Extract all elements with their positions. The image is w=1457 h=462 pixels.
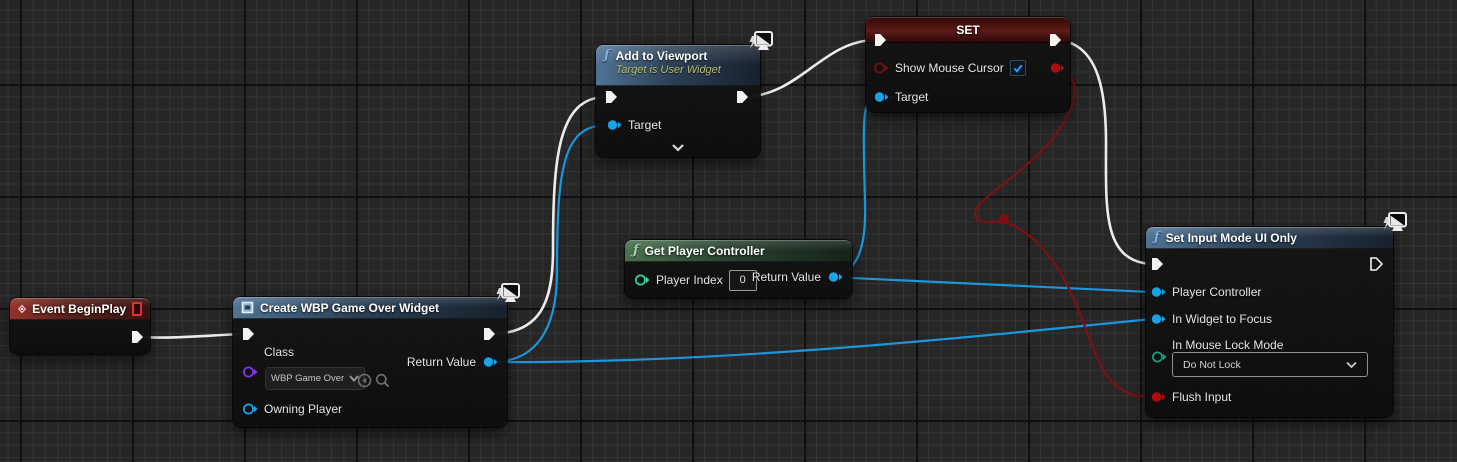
create-widget-header[interactable]: Create WBP Game Over Widget [233,297,507,319]
return-value-row: Return Value [407,354,498,370]
target-row: Target [873,89,928,105]
target-pin[interactable] [606,117,622,133]
owning-player-row: Owning Player [242,401,342,417]
ui-monitor-badge-icon [745,30,775,58]
checkmark-icon [1013,64,1023,73]
class-select-dropdown[interactable]: WBP Game Over [265,367,365,390]
player-index-label: Player Index [656,273,723,287]
node-title: Set Input Mode UI Only [1165,230,1297,245]
flush-input-row: Flush Input [1150,389,1231,405]
set-header[interactable]: SET [866,17,1070,43]
player-controller-row: Player Controller [1150,284,1261,300]
chevron-down-icon [349,375,359,382]
return-value-row: Return Value [752,269,843,285]
exec-in-pin[interactable] [1151,257,1164,271]
use-selected-asset-icon[interactable] [357,373,372,388]
add-to-viewport-header[interactable]: ƒ Add to Viewport Target is User Widget [596,45,760,86]
bool-wire-cursor-flush [974,66,1152,399]
in-widget-to-focus-pin[interactable] [1150,311,1166,327]
expand-chevron-icon[interactable] [671,143,685,152]
node-add-to-viewport[interactable]: ƒ Add to Viewport Target is User Widget … [596,45,760,157]
node-get-player-controller[interactable]: ƒ Get Player Controller Player Index 0 R… [625,240,852,298]
mouse-lock-mode-dropdown[interactable]: Do Not Lock [1172,352,1368,377]
chevron-down-icon [1346,361,1357,368]
return-value-pin[interactable] [827,269,843,285]
return-value-label: Return Value [751,270,821,284]
player-controller-pin[interactable] [1150,284,1166,300]
show-mouse-cursor-label: Show Mouse Cursor [895,61,1004,75]
owning-player-pin[interactable] [242,401,258,417]
function-icon: ƒ [604,48,610,63]
player-controller-label: Player Controller [1172,285,1262,299]
player-index-pin[interactable] [634,272,650,288]
node-event-beginplay[interactable]: Event BeginPlay [10,298,150,354]
node-title: Get Player Controller [644,243,765,258]
class-pin-label: Class [264,345,295,359]
player-index-row: Player Index 0 [634,269,757,291]
widget-icon [241,301,254,314]
target-pin[interactable] [873,89,889,105]
in-mouse-lock-mode-pin[interactable] [1151,349,1167,365]
node-create-widget[interactable]: Create WBP Game Over Widget Class WBP Ga… [233,297,507,427]
target-label: Target [895,90,929,104]
get-player-controller-header[interactable]: ƒ Get Player Controller [625,240,852,262]
node-title: Event BeginPlay [32,301,127,316]
mouse-lock-mode-value: Do Not Lock [1183,358,1241,371]
delegate-pin[interactable] [132,301,142,316]
object-wire-return-target [489,123,608,364]
node-set-show-mouse-cursor[interactable]: SET Show Mouse Cursor [866,17,1070,112]
exec-out-pin[interactable] [736,90,749,104]
return-value-pin[interactable] [482,354,498,370]
target-row: Target [606,117,661,133]
flush-input-label: Flush Input [1172,390,1232,404]
show-mouse-cursor-pin[interactable] [873,60,889,76]
owning-player-label: Owning Player [264,402,343,416]
show-mouse-cursor-checkbox[interactable] [1009,60,1026,76]
browse-search-icon[interactable] [375,373,390,388]
player-index-input[interactable]: 0 [728,269,757,291]
event-beginplay-header[interactable]: Event BeginPlay [10,298,150,320]
node-title: Create WBP Game Over Widget [260,300,440,315]
exec-wire-set-inputmode [1055,38,1153,266]
set-input-mode-header[interactable]: ƒ Set Input Mode UI Only [1146,227,1393,249]
flush-input-pin[interactable] [1150,389,1166,405]
exec-in-pin[interactable] [605,90,618,104]
exec-out-pin[interactable] [1370,257,1383,271]
exec-out-pin[interactable] [1049,33,1062,47]
class-select-value: WBP Game Over [271,373,345,384]
show-mouse-cursor-out-pin[interactable] [1049,60,1065,76]
node-set-input-mode-ui-only[interactable]: ƒ Set Input Mode UI Only Player Controll… [1146,227,1393,417]
node-title: Add to Viewport [615,49,708,63]
exec-in-pin[interactable] [242,327,255,341]
exec-in-pin[interactable] [874,33,887,47]
reroute-node[interactable] [999,214,1009,224]
event-icon [18,304,27,313]
ui-monitor-badge-icon [1379,211,1409,239]
target-label: Target [628,118,662,132]
node-subtitle: Target is User Widget [615,64,721,76]
in-widget-to-focus-row: In Widget to Focus [1150,311,1272,327]
ui-monitor-badge-icon [492,282,522,310]
exec-out-pin[interactable] [131,330,144,344]
class-pin[interactable] [242,364,258,380]
exec-out-pin[interactable] [483,327,496,341]
exec-wire-beginplay-create [133,332,244,339]
function-icon: ƒ [1154,230,1160,245]
in-mouse-lock-mode-label: In Mouse Lock Mode [1172,338,1284,352]
node-title: SET [956,22,980,37]
object-wire-return-focus [489,317,1153,364]
function-icon: ƒ [633,243,639,258]
show-mouse-cursor-row: Show Mouse Cursor [873,60,1026,76]
return-value-label: Return Value [406,355,476,369]
object-wire-controller-inputmode [833,275,1152,294]
in-widget-to-focus-label: In Widget to Focus [1172,312,1273,326]
